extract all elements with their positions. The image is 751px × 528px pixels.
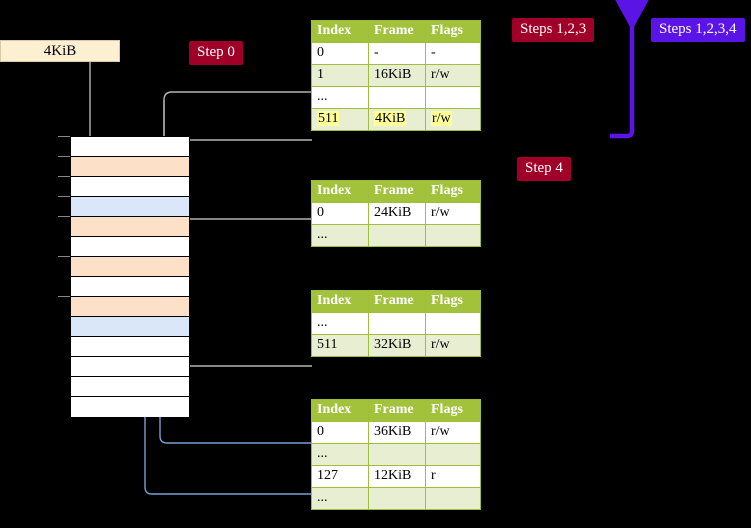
table-row: 511 4KiB r/w <box>311 108 481 131</box>
memory-tick <box>58 296 70 297</box>
table-row: ... <box>311 224 481 247</box>
table-header-index: Index <box>311 290 369 313</box>
memory-frame-row <box>71 377 189 397</box>
table-header-frame: Frame <box>368 399 426 422</box>
table-row: ... <box>311 487 481 510</box>
wire-table2-to-memory <box>175 218 312 269</box>
memory-frame-row <box>71 277 189 297</box>
cell-index: 1 <box>311 64 369 87</box>
cell-flags: r <box>425 465 481 488</box>
cell-frame <box>368 86 426 109</box>
memory-frame-row <box>71 337 189 357</box>
wire-table3-to-memory <box>175 294 312 367</box>
cell-index: 0 <box>311 42 369 65</box>
table-header-frame: Frame <box>368 290 426 313</box>
memory-frame-row <box>71 257 189 277</box>
cell-flags: r/w <box>425 334 481 357</box>
memory-frame-row <box>71 237 189 257</box>
cell-frame: 36KiB <box>368 421 426 444</box>
memory-frame-row <box>71 177 189 197</box>
cell-index: 511 <box>311 334 369 357</box>
cell-flags: r/w <box>425 108 481 131</box>
cell-flags: - <box>425 42 481 65</box>
table-header-index: Index <box>311 180 369 203</box>
highlighted-value: r/w <box>431 111 452 126</box>
table-header-flags: Flags <box>425 290 481 313</box>
memory-frame-row <box>71 397 189 417</box>
cell-frame <box>368 487 426 510</box>
cell-frame <box>368 443 426 466</box>
table-header-index: Index <box>311 20 369 43</box>
memory-frame-row <box>71 297 189 317</box>
steps-bracket-arrow <box>607 0 657 139</box>
frame-size-box: 4KiB <box>0 40 120 62</box>
table-header-flags: Flags <box>425 20 481 43</box>
table-row: ... <box>311 312 481 335</box>
cell-index: ... <box>311 224 369 247</box>
highlighted-value: 511 <box>317 111 340 126</box>
memory-tick <box>58 216 70 217</box>
table-header-frame: Frame <box>368 180 426 203</box>
memory-tick <box>58 256 70 257</box>
memory-frame-row <box>71 197 189 217</box>
cell-index: ... <box>311 487 369 510</box>
cell-index: 127 <box>311 465 369 488</box>
cell-index: ... <box>311 312 369 335</box>
memory-tick <box>58 136 70 137</box>
memory-frame-row <box>71 157 189 177</box>
memory-tick <box>58 156 70 157</box>
memory-frame-row <box>71 137 189 157</box>
badge-steps-1234: Steps 1,2,3,4 <box>651 18 745 42</box>
badge-step-4: Step 4 <box>517 157 571 181</box>
table-header-flags: Flags <box>425 180 481 203</box>
cell-index: ... <box>311 443 369 466</box>
cell-frame <box>368 224 426 247</box>
memory-frame-row <box>71 317 189 337</box>
cell-frame: 32KiB <box>368 334 426 357</box>
badge-steps-123: Steps 1,2,3 <box>512 18 595 42</box>
table-header-flags: Flags <box>425 399 481 422</box>
cell-frame: 16KiB <box>368 64 426 87</box>
cell-frame: - <box>368 42 426 65</box>
physical-memory-column <box>70 136 190 417</box>
highlighted-value: 4KiB <box>374 111 407 126</box>
cell-index: 511 <box>311 108 369 131</box>
cell-flags <box>425 487 481 510</box>
cell-frame <box>368 312 426 335</box>
cell-flags <box>425 224 481 247</box>
cell-frame: 12KiB <box>368 465 426 488</box>
memory-frame-row <box>71 357 189 377</box>
cell-frame: 4KiB <box>368 108 426 131</box>
cell-index: 0 <box>311 421 369 444</box>
cell-index: ... <box>311 86 369 109</box>
cell-frame: 24KiB <box>368 202 426 225</box>
table-header-index: Index <box>311 399 369 422</box>
table-row: 0-- <box>311 42 481 65</box>
table-row: ... <box>311 443 481 466</box>
cell-flags <box>425 443 481 466</box>
memory-tick <box>58 196 70 197</box>
badge-step-0: Step 0 <box>189 41 243 65</box>
cell-flags: r/w <box>425 421 481 444</box>
table-row: ... <box>311 86 481 109</box>
cell-flags: r/w <box>425 64 481 87</box>
memory-frame-row <box>71 217 189 237</box>
table-header-frame: Frame <box>368 20 426 43</box>
memory-tick <box>58 176 70 177</box>
cell-flags <box>425 312 481 335</box>
cell-flags: r/w <box>425 202 481 225</box>
cell-index: 0 <box>311 202 369 225</box>
cell-flags <box>425 86 481 109</box>
